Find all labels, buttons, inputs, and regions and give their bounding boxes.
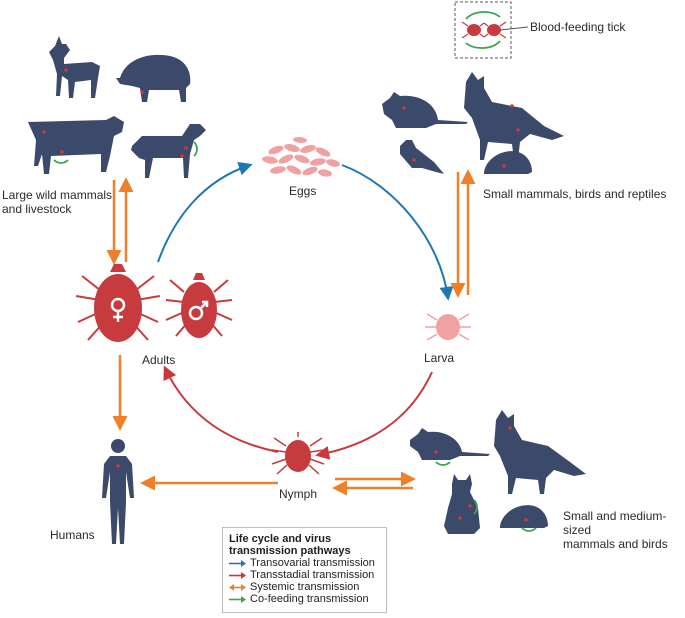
cofeeding-arrow-hedgehog (521, 527, 537, 532)
adults-label: Adults (142, 353, 176, 367)
bird-icon (400, 140, 444, 174)
legend-item-label: Transstadial transmission (250, 569, 375, 581)
eggs-label: Eggs (289, 184, 317, 198)
fox-icon (464, 72, 564, 160)
larva-tick-icon (425, 313, 471, 341)
systemic-arrow-small-hosts (450, 169, 476, 298)
legend-arrow-icon (229, 559, 246, 567)
adult-male-tick-icon (165, 273, 233, 338)
legend: Life cycle and virus transmission pathwa… (222, 527, 387, 613)
small-hosts-label: Small mammals, birds and reptiles (483, 187, 667, 201)
goat-icon (49, 36, 100, 98)
pig-icon (116, 54, 191, 102)
legend-item: Co-feeding transmission (229, 593, 380, 605)
cow-icon (28, 116, 124, 174)
legend-item-label: Transovarial transmission (250, 557, 375, 569)
cofeeding-arrow-rat (435, 461, 451, 466)
adult-female-tick-icon (75, 264, 161, 342)
dog-icon (131, 124, 206, 178)
legend-item: Transstadial transmission (229, 569, 380, 581)
legend-arrow-icon (229, 571, 246, 579)
cofeeding-arrow-cat (473, 499, 478, 515)
blood-feeding-tick-inset (454, 1, 529, 59)
legend-arrow-icon (229, 595, 246, 603)
large-hosts-label: Large wild mammals and livestock (2, 188, 113, 216)
cofeeding-arrow-cow (53, 159, 69, 164)
legend-item: Transovarial transmission (229, 557, 380, 569)
legend-title: Life cycle and virus transmission pathwa… (229, 533, 351, 557)
systemic-arrow-large-hosts (106, 177, 134, 265)
medium-hosts-label: Small and medium-sized mammals and birds (563, 509, 668, 551)
cofeeding-arrow-dog (193, 141, 198, 157)
humans-label: Humans (50, 528, 95, 542)
legend-item-label: Systemic transmission (250, 581, 360, 593)
fox-icon-lower (494, 410, 586, 494)
legend-item-label: Co-feeding transmission (250, 593, 369, 605)
transstadial-arrow-larva-nymph (315, 371, 433, 460)
nymph-tick-icon (271, 432, 325, 475)
transstadial-arrow-nymph-adults (163, 365, 279, 453)
legend-item: Systemic transmission (229, 581, 380, 593)
nymph-label: Nymph (279, 487, 318, 501)
rat-icon (382, 92, 468, 128)
human-icon (102, 439, 134, 544)
legend-arrow-icon (229, 583, 246, 591)
tick-dots (42, 68, 528, 522)
blood-feeding-tick-label: Blood-feeding tick (530, 20, 626, 34)
transovarial-arrow-eggs-larva (341, 164, 454, 301)
larva-label: Larva (424, 351, 455, 365)
hedgehog-icon-lower (500, 505, 548, 528)
rat-icon-lower (410, 428, 490, 460)
eggs-cluster (262, 136, 340, 177)
systemic-arrow-nymph-medium-hosts (332, 471, 416, 496)
hedgehog-icon (484, 151, 532, 174)
cat-icon (444, 474, 480, 534)
transovarial-arrow-adults-eggs (157, 161, 253, 263)
